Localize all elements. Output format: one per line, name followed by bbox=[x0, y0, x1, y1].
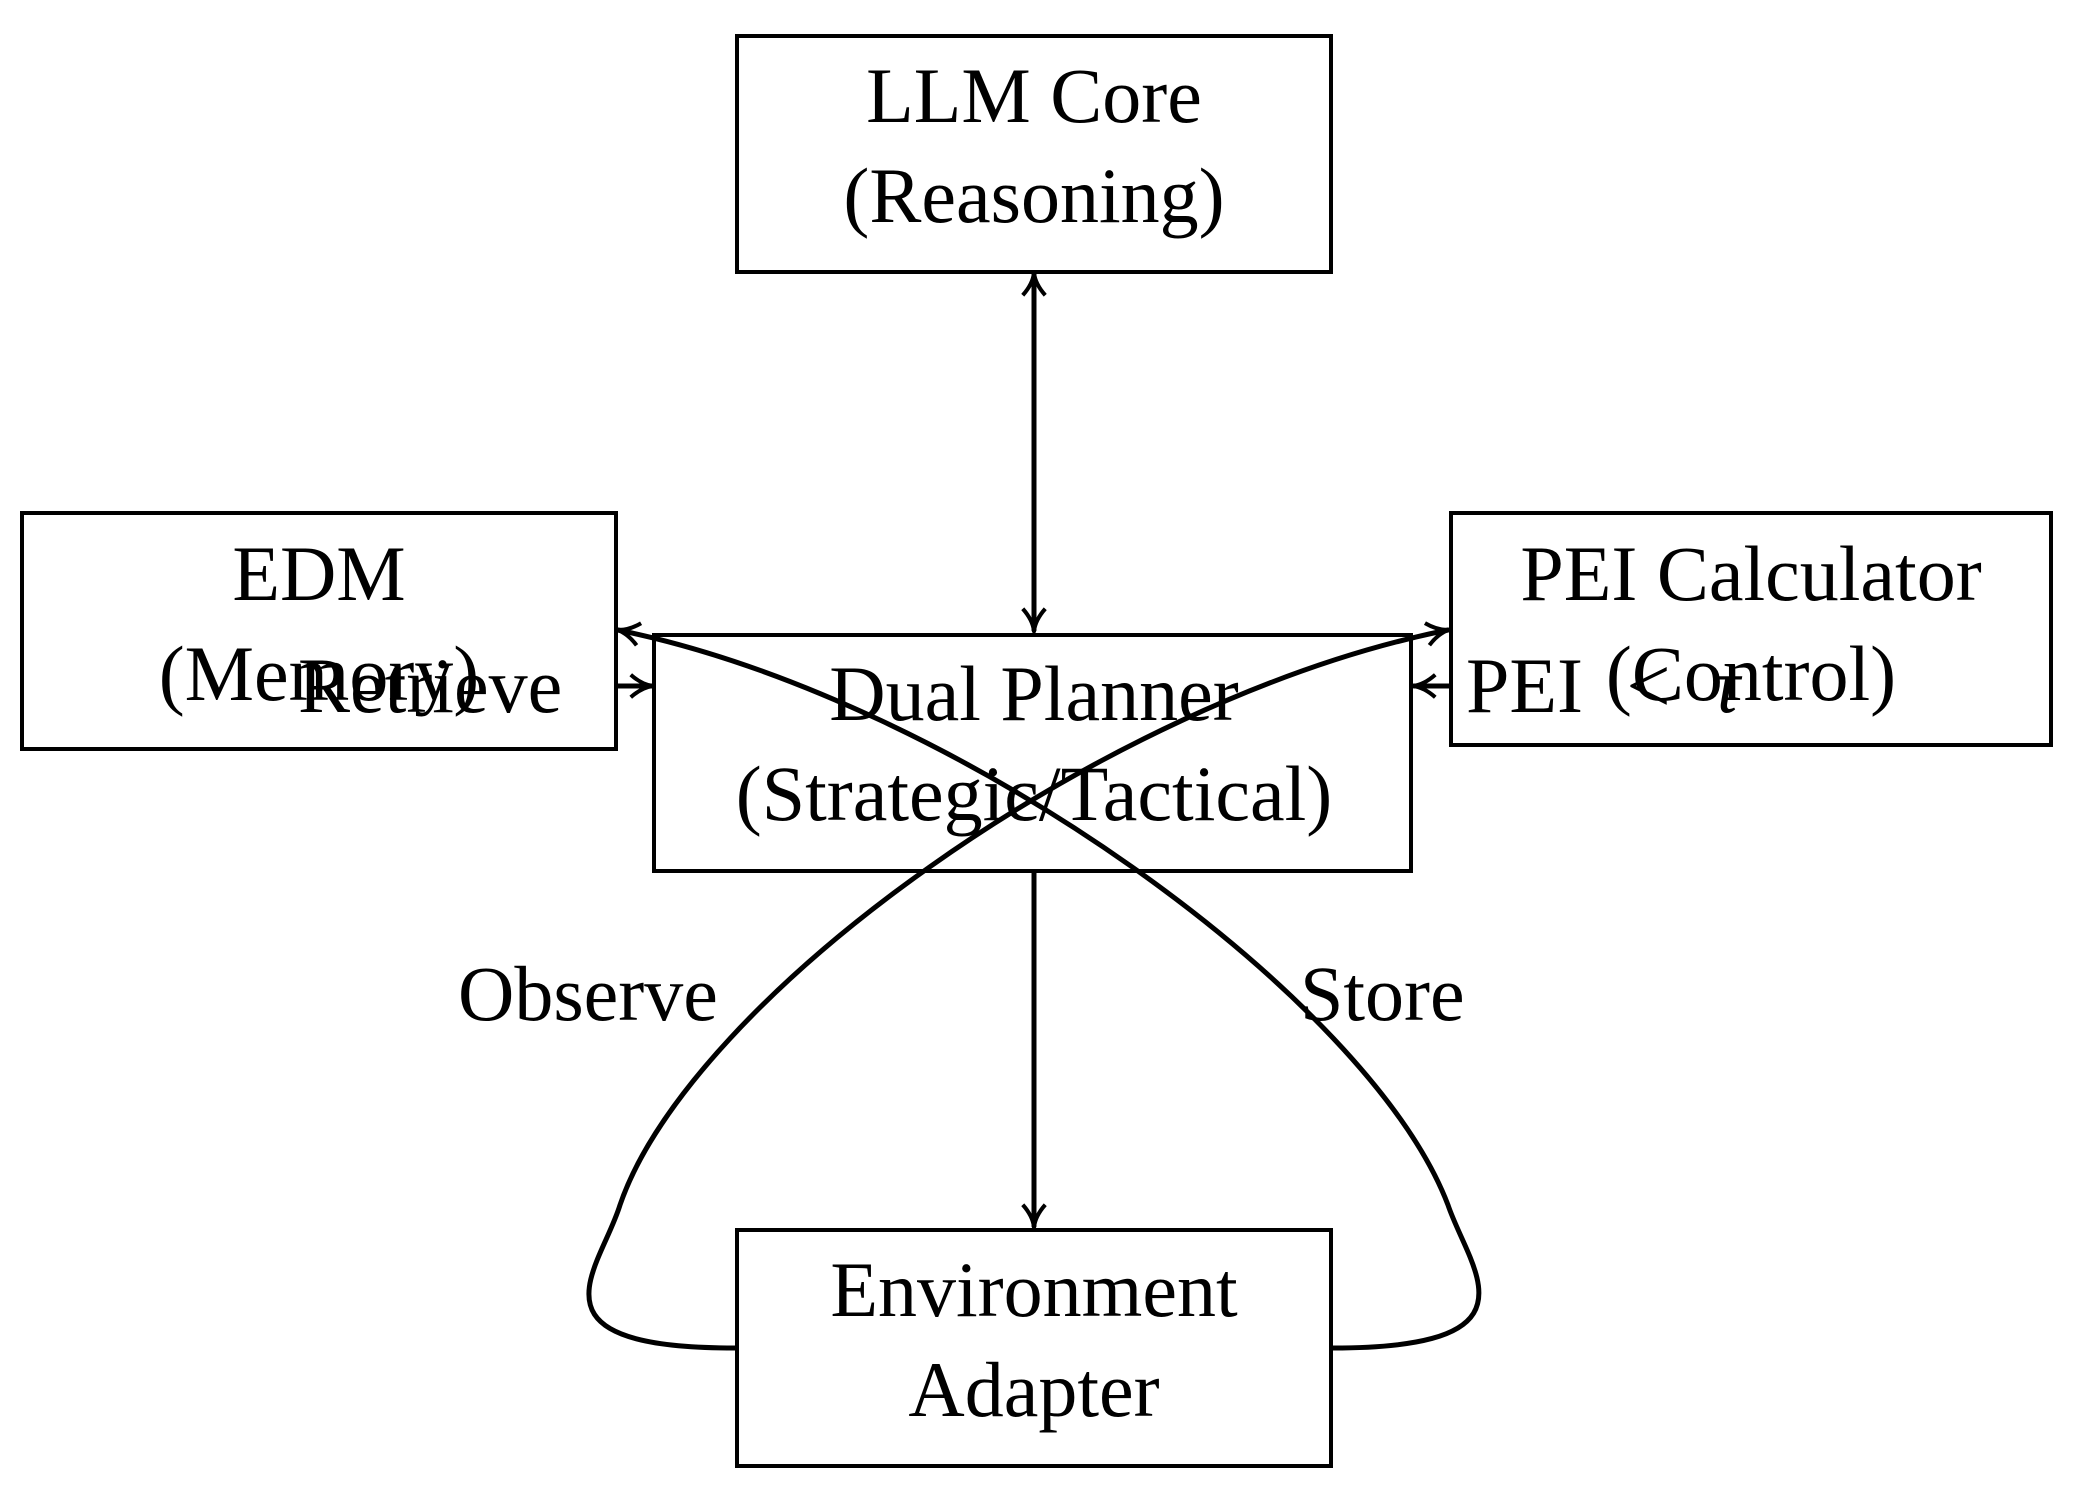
pei-threshold-symbol: τ bbox=[1712, 642, 1743, 729]
observe-label: Observe bbox=[458, 950, 718, 1037]
retrieve-label: Retrieve bbox=[298, 642, 562, 729]
dual-planner-subtitle: (Strategic/Tactical) bbox=[736, 750, 1333, 837]
store-label: Store bbox=[1300, 950, 1465, 1037]
pei-calculator-subtitle: (Control) bbox=[1606, 630, 1896, 717]
llm-core-box bbox=[735, 34, 1333, 274]
environment-adapter-node: Environment Adapter bbox=[735, 1228, 1333, 1468]
llm-core-node: LLM Core (Reasoning) bbox=[735, 34, 1333, 274]
edm-node: EDM (Memory) bbox=[20, 511, 618, 751]
edm-box bbox=[20, 511, 618, 751]
environment-adapter-title: Environment bbox=[830, 1246, 1238, 1333]
dual-planner-box bbox=[652, 633, 1413, 873]
pei-threshold-prefix: PEI bbox=[1466, 642, 1583, 729]
edm-subtitle: (Memory) bbox=[159, 630, 480, 717]
environment-adapter-subtitle: Adapter bbox=[908, 1346, 1159, 1433]
llm-core-title: LLM Core bbox=[866, 52, 1202, 139]
pei-calculator-node: PEI Calculator (Control) bbox=[1449, 511, 2053, 747]
store-curve bbox=[614, 621, 1482, 1351]
llm-core-subtitle: (Reasoning) bbox=[843, 152, 1224, 239]
dual-planner-title: Dual Planner bbox=[829, 650, 1238, 737]
observe-curve bbox=[586, 621, 1452, 1351]
edm-title: EDM bbox=[232, 530, 405, 617]
pei-calculator-box bbox=[1449, 511, 2053, 747]
dual-planner-node: Dual Planner (Strategic/Tactical) bbox=[652, 633, 1413, 873]
pei-calculator-title: PEI Calculator bbox=[1520, 530, 1981, 617]
pei-threshold-label: PEI < τ bbox=[1466, 642, 1743, 729]
pei-threshold-operator: < bbox=[1627, 642, 1671, 729]
